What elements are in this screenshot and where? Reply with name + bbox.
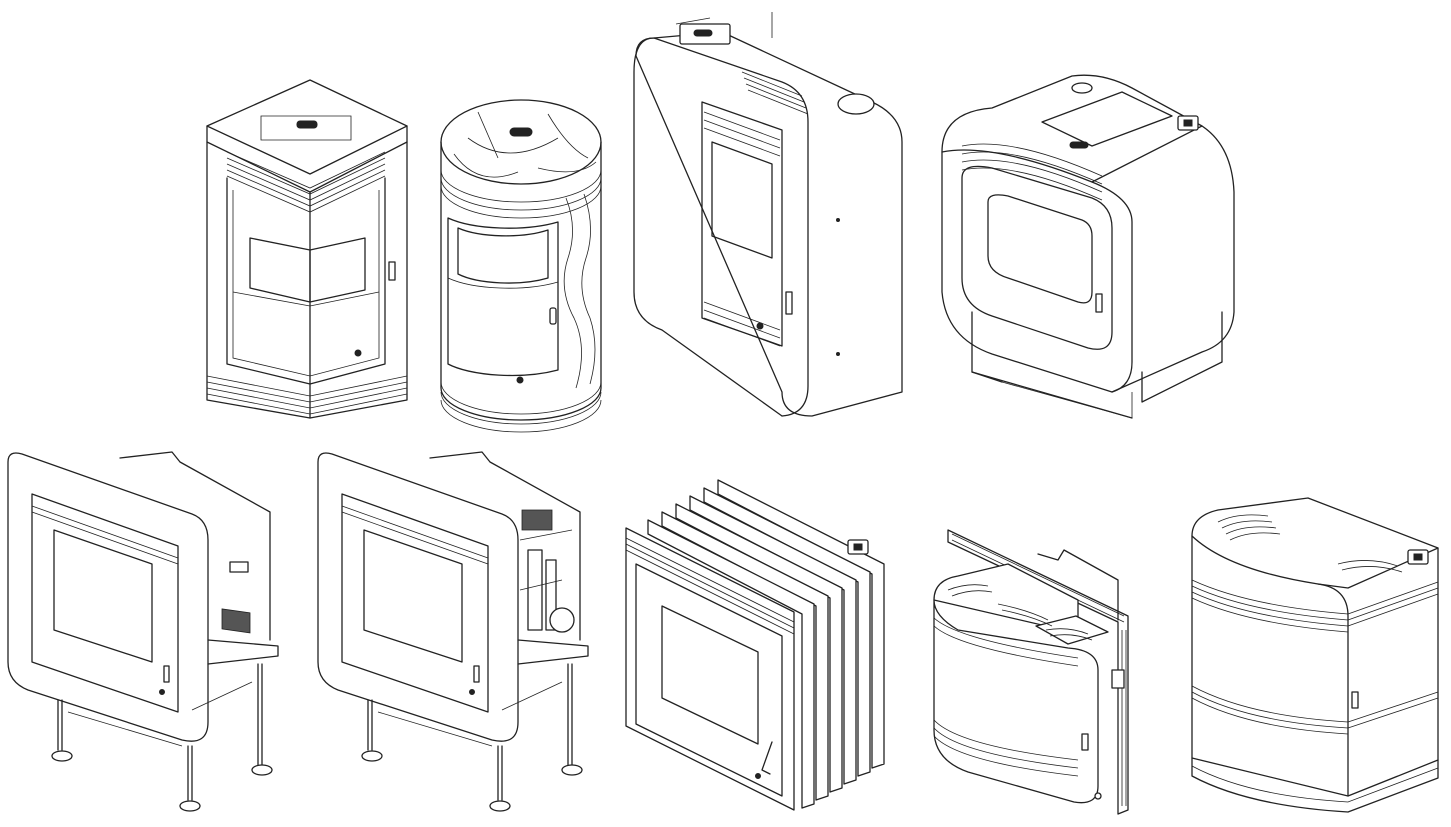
stove-curved-cabinet: [1188, 496, 1444, 816]
bottom-grille: [207, 376, 407, 414]
top-vent: [742, 72, 808, 114]
stove-curved-with-display: [932, 72, 1246, 422]
top-grille: [227, 152, 385, 212]
support-legs: [52, 664, 272, 811]
internal-mechanism: [520, 510, 574, 632]
support-legs: [362, 664, 582, 811]
insert-frame-on-legs-open: [312, 450, 598, 816]
brand-logo-icon: [757, 323, 763, 329]
front-grille: [1192, 580, 1438, 632]
brand-logo-icon: [470, 690, 475, 695]
stove-round-column: [438, 98, 604, 422]
stove-wide-rounded-frame: [632, 12, 906, 422]
brand-logo-icon: [517, 377, 523, 383]
insert-frame-on-legs: [2, 450, 284, 816]
stacked-frames: [648, 480, 884, 808]
insert-curved-front: [928, 520, 1162, 816]
brand-logo-icon: [756, 774, 761, 779]
stove-square-column: [205, 78, 410, 420]
insert-with-stacked-frames: [622, 474, 898, 816]
brand-logo-icon: [355, 350, 361, 356]
brand-logo-icon: [160, 690, 165, 695]
